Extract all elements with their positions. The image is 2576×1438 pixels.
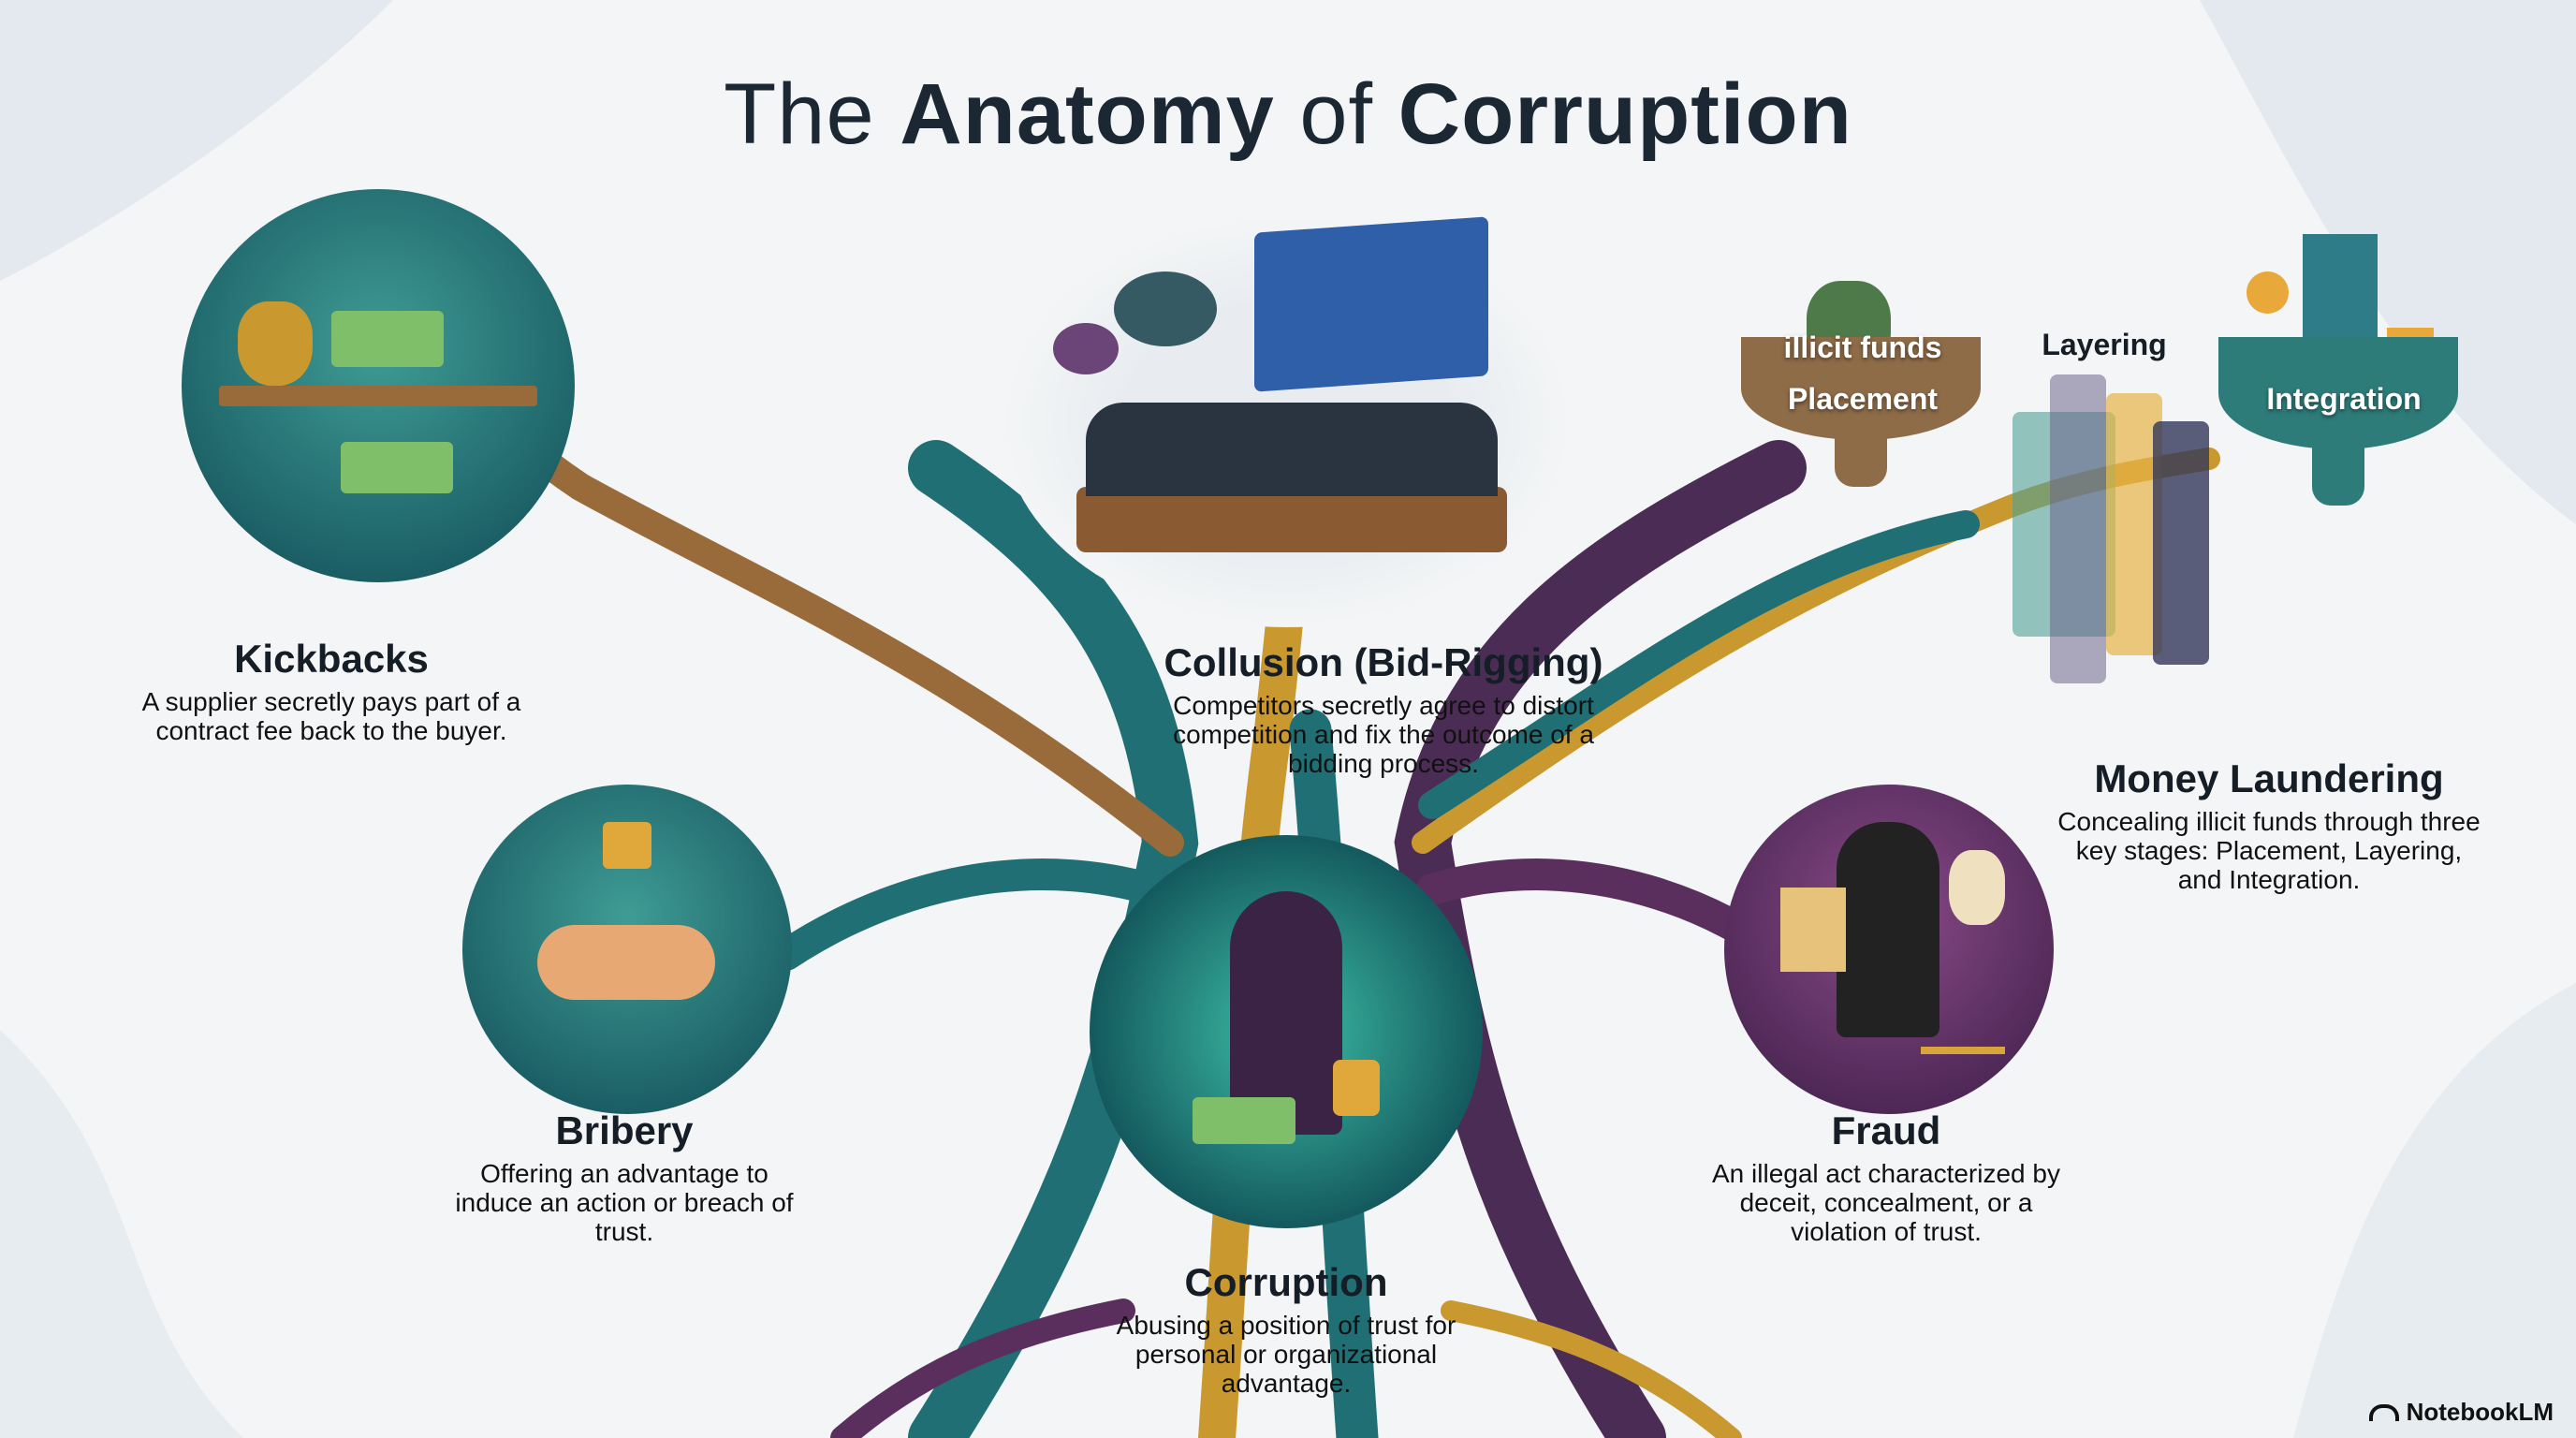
illicit-funds-label: illicit funds [1783,330,1942,364]
integration-label: Integration [2266,382,2422,416]
layering-label: Layering [2042,328,2167,361]
people-icon [1086,403,1498,496]
collusion-heading: Collusion (Bid-Rigging) [1164,640,1603,684]
meeting-table-icon [1076,487,1507,552]
fraud-node: Fraud An illegal act characterized by de… [1708,1108,2064,1246]
notebooklm-logo-icon [2368,1403,2399,1421]
funnel-icon [2218,337,2458,449]
funnel-icon [1741,337,1981,440]
page-title: The Anatomy of Corruption [0,66,2576,164]
bribery-heading: Bribery [555,1108,694,1152]
banknote-icon [341,442,453,493]
businessman-icon [1230,891,1342,1135]
layer-panel [2153,421,2209,665]
funnel-stem [1835,431,1887,487]
coin-stack-icon [1333,1060,1380,1116]
speech-bubble-icon [1053,323,1119,374]
fraud-heading: Fraud [1831,1108,1941,1152]
layer-panel [2050,374,2106,683]
integration-funnel [2218,234,2458,515]
masked-figure-icon [1837,822,1939,1037]
funnel-stem [2312,440,2364,506]
fraud-illustration [1724,785,2054,1114]
brand-name: NotebookLM [2406,1398,2554,1426]
collusion-description: Competitors secretly agree to distort co… [1173,691,1594,778]
title-part: Corruption [1398,66,1852,162]
money-bag-icon [238,301,313,386]
kickbacks-node: Kickbacks A supplier secretly pays part … [135,637,528,745]
kickbacks-illustration [182,189,575,582]
collusion-node: Collusion (Bid-Rigging) Competitors secr… [1140,640,1627,778]
padlock-icon [603,822,651,869]
layering-panels-icon [2012,374,2218,683]
money-laundering-description: Concealing illicit funds through three k… [2057,807,2481,894]
blueprint-icon [1254,216,1488,392]
title-part: The [724,66,900,162]
title-part: Anatomy [900,66,1275,162]
bribery-illustration [462,785,792,1114]
fraud-description: An illegal act characterized by deceit, … [1712,1159,2060,1246]
placement-label: Placement [1787,382,1939,416]
bribery-description: Offering an advantage to induce an actio… [455,1159,794,1246]
banknote-icon [1193,1097,1295,1144]
collusion-illustration [1002,215,1573,627]
bribery-node: Bribery Offering an advantage to induce … [446,1108,802,1246]
document-icon [1780,888,1846,972]
placement-funnel [1741,281,1981,487]
table-icon [219,386,537,406]
corruption-node: Corruption Abusing a position of trust f… [1099,1260,1473,1398]
banknote-icon [331,311,444,367]
money-laundering-node: Money Laundering Concealing illicit fund… [2054,756,2484,894]
money-laundering-heading: Money Laundering [2094,756,2444,800]
kickbacks-heading: Kickbacks [234,637,429,681]
title-part: of [1274,66,1398,162]
corruption-heading: Corruption [1184,1260,1388,1304]
kickbacks-description: A supplier secretly pays part of a contr… [141,687,521,745]
theatre-mask-icon [1949,850,2005,925]
brand-watermark: NotebookLM [2368,1398,2554,1427]
coin-icon [2247,271,2289,314]
scales-icon [1921,972,2005,1054]
corruption-description: Abusing a position of trust for personal… [1116,1311,1456,1398]
speech-bubble-icon [1114,271,1217,346]
corruption-illustration [1090,835,1483,1228]
handshake-icon [537,925,715,1000]
